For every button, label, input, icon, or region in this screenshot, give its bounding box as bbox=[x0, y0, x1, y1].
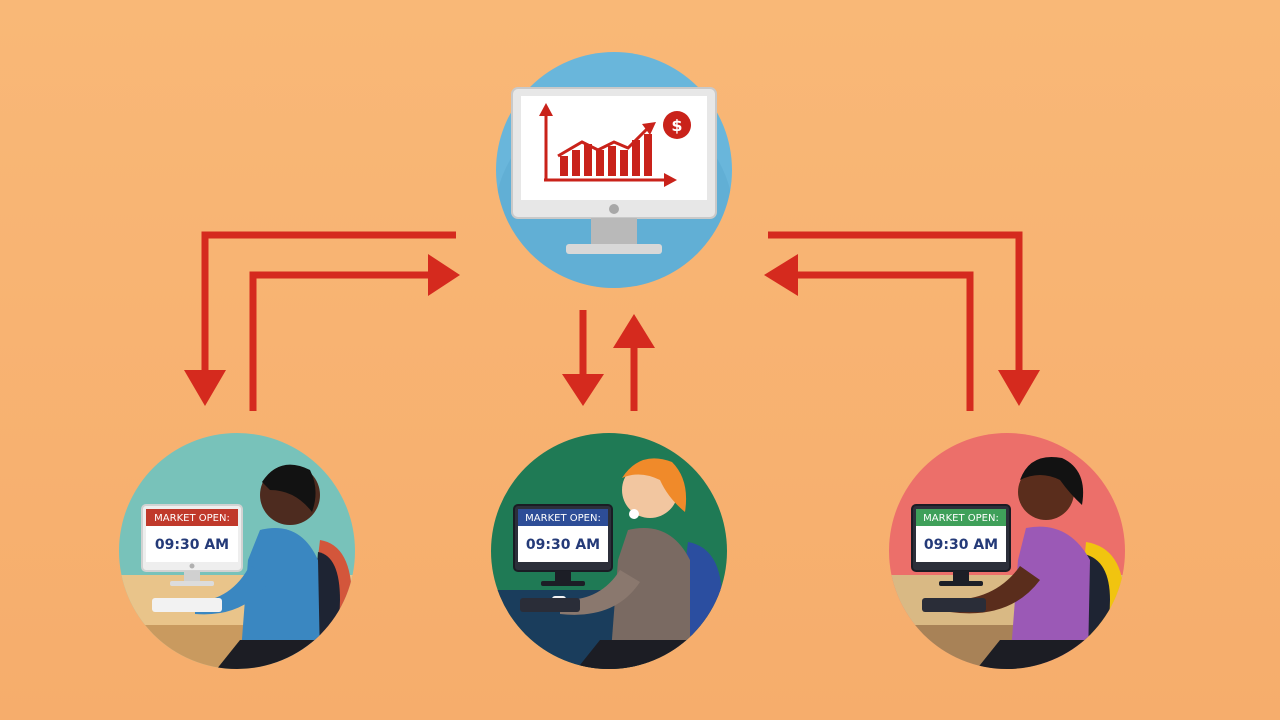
arrows bbox=[184, 231, 1040, 411]
arrow-left-trader-to-server bbox=[249, 254, 460, 411]
trader-node-middle: MARKET OPEN: 09:30 AM bbox=[491, 433, 727, 669]
monitor-icon: MARKET OPEN: 09:30 AM bbox=[911, 504, 1011, 586]
market-open-time: 09:30 AM bbox=[526, 537, 600, 553]
arrow-server-to-middle-trader bbox=[562, 310, 604, 406]
arrow-right-trader-to-server bbox=[764, 254, 974, 411]
arrow-server-to-left-trader bbox=[184, 231, 456, 406]
market-status-header: MARKET OPEN: bbox=[154, 513, 230, 524]
server-node: $ bbox=[496, 52, 732, 288]
monitor-icon: MARKET OPEN: 09:30 AM bbox=[141, 504, 243, 586]
market-status-header: MARKET OPEN: bbox=[923, 513, 999, 524]
market-open-time: 09:30 AM bbox=[155, 537, 229, 553]
dollar-badge-label: $ bbox=[671, 116, 682, 135]
arrow-server-to-right-trader bbox=[768, 231, 1040, 406]
monitor-icon: MARKET OPEN: 09:30 AM bbox=[513, 504, 613, 586]
dollar-badge-icon bbox=[663, 111, 691, 139]
market-status-header: MARKET OPEN: bbox=[525, 513, 601, 524]
arrow-middle-trader-to-server bbox=[613, 314, 655, 411]
trader-node-left: MARKET OPEN: 09:30 AM bbox=[119, 433, 355, 669]
trending-chart-monitor-icon: $ bbox=[511, 87, 717, 254]
market-open-time: 09:30 AM bbox=[924, 537, 998, 553]
trader-node-right: MARKET OPEN: 09:30 AM bbox=[889, 433, 1125, 669]
